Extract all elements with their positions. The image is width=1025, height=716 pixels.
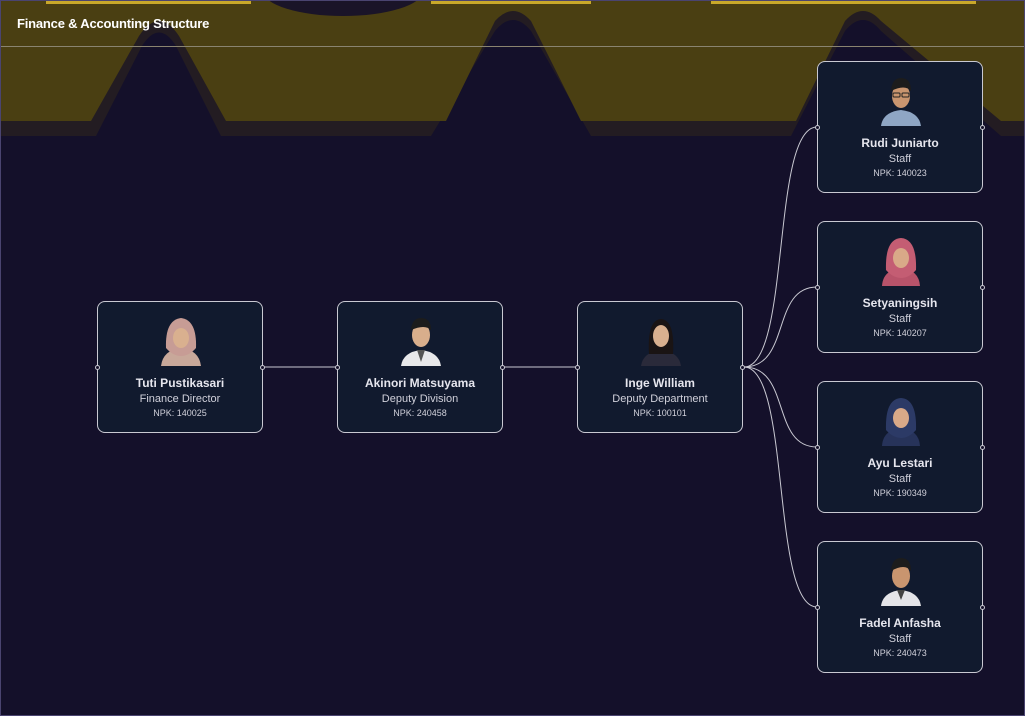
page-title: Finance & Accounting Structure bbox=[17, 16, 210, 31]
org-node-card[interactable]: Inge William Deputy Department NPK: 1001… bbox=[575, 301, 745, 433]
node-npk: NPK: 100101 bbox=[633, 408, 687, 418]
avatar bbox=[161, 318, 201, 366]
port-left[interactable] bbox=[815, 605, 820, 610]
avatar bbox=[882, 398, 920, 446]
port-right[interactable] bbox=[260, 365, 265, 370]
node-name: Tuti Pustikasari bbox=[135, 376, 225, 390]
node-npk: NPK: 190349 bbox=[873, 488, 927, 498]
node-npk: NPK: 240458 bbox=[393, 408, 447, 418]
background-banner bbox=[1, 1, 1024, 136]
port-right[interactable] bbox=[980, 125, 985, 130]
node-npk: NPK: 140207 bbox=[873, 328, 927, 338]
port-right[interactable] bbox=[980, 445, 985, 450]
avatar bbox=[882, 238, 920, 286]
link-inge-ayu bbox=[743, 366, 818, 448]
org-node-card[interactable]: Akinori Matsuyama Deputy Division NPK: 2… bbox=[335, 301, 505, 433]
node-role: Staff bbox=[888, 153, 912, 165]
port-left[interactable] bbox=[575, 365, 580, 370]
node-role: Staff bbox=[888, 313, 912, 325]
avatar bbox=[401, 318, 441, 366]
port-right[interactable] bbox=[740, 365, 745, 370]
org-node-card[interactable]: Rudi Juniarto Staff NPK: 140023 bbox=[815, 61, 985, 193]
node-npk: NPK: 140023 bbox=[873, 168, 927, 178]
port-left[interactable] bbox=[815, 445, 820, 450]
title-bar: Finance & Accounting Structure bbox=[1, 1, 1024, 47]
node-role: Deputy Division bbox=[381, 393, 459, 405]
link-inge-setyaningsih bbox=[743, 286, 818, 368]
node-role: Staff bbox=[888, 633, 912, 645]
avatar bbox=[881, 78, 921, 126]
node-name: Fadel Anfasha bbox=[859, 616, 941, 630]
port-right[interactable] bbox=[500, 365, 505, 370]
avatar bbox=[881, 558, 921, 606]
link-inge-fadel bbox=[743, 366, 818, 608]
node-name: Inge William bbox=[625, 376, 695, 390]
node-role: Finance Director bbox=[139, 393, 221, 405]
org-node-card[interactable]: Tuti Pustikasari Finance Director NPK: 1… bbox=[95, 301, 265, 433]
org-node-card[interactable]: Fadel Anfasha Staff NPK: 240473 bbox=[815, 541, 985, 673]
node-npk: NPK: 140025 bbox=[153, 408, 207, 418]
link-inge-rudi bbox=[743, 126, 818, 368]
port-right[interactable] bbox=[980, 285, 985, 290]
port-left[interactable] bbox=[95, 365, 100, 370]
node-name: Akinori Matsuyama bbox=[364, 376, 476, 390]
node-role: Deputy Department bbox=[612, 393, 708, 405]
avatar bbox=[641, 319, 681, 366]
org-node-card[interactable]: Setyaningsih Staff NPK: 140207 bbox=[815, 221, 985, 353]
node-role: Staff bbox=[888, 473, 912, 485]
org-node-card[interactable]: Ayu Lestari Staff NPK: 190349 bbox=[815, 381, 985, 513]
port-left[interactable] bbox=[335, 365, 340, 370]
node-name: Rudi Juniarto bbox=[861, 136, 939, 150]
port-left[interactable] bbox=[815, 125, 820, 130]
node-name: Setyaningsih bbox=[862, 296, 938, 310]
node-npk: NPK: 240473 bbox=[873, 648, 927, 658]
node-name: Ayu Lestari bbox=[867, 456, 933, 470]
port-right[interactable] bbox=[980, 605, 985, 610]
port-left[interactable] bbox=[815, 285, 820, 290]
